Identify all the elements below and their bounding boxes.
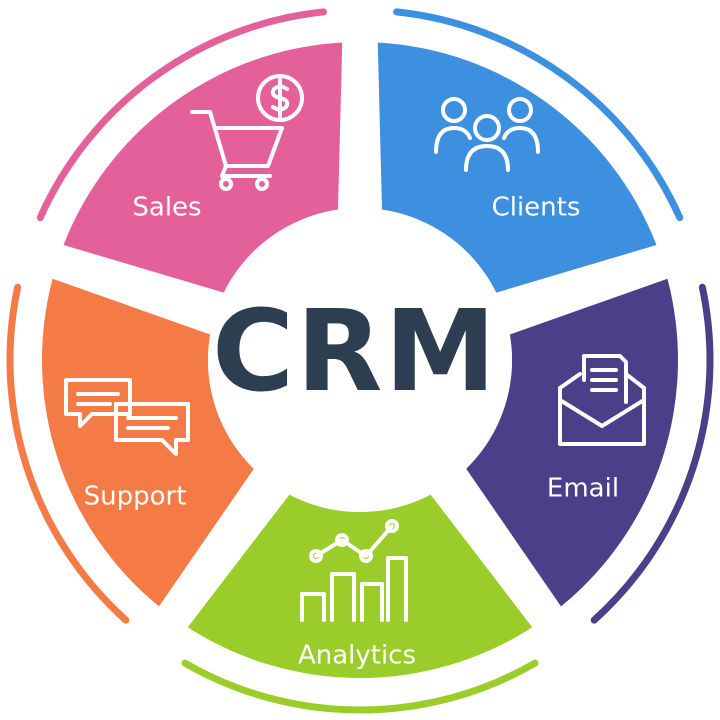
outer-arc-sales	[36, 8, 327, 222]
outer-arc-email	[590, 283, 714, 624]
envelope-letter-icon	[558, 354, 646, 446]
segment-label-email: Email	[547, 474, 619, 504]
segment-label-support: Support	[84, 482, 187, 512]
outer-ring	[6, 8, 714, 714]
center-circle	[208, 208, 512, 512]
users-group-icon	[434, 97, 540, 172]
segment-support[interactable]	[42, 278, 254, 607]
segment-label-clients: Clients	[492, 193, 581, 223]
bar-chart-trend-icon	[300, 519, 408, 622]
segment-clients[interactable]	[377, 42, 657, 293]
shopping-cart-dollar-icon	[190, 74, 304, 191]
segment-label-sales: Sales	[132, 193, 201, 223]
chat-bubbles-icon	[64, 378, 190, 456]
outer-arc-analytics	[181, 659, 539, 714]
segment-label-analytics: Analytics	[298, 641, 416, 671]
center-title: CRM	[212, 287, 498, 417]
segment-sales[interactable]	[63, 42, 343, 293]
outer-arc-clients	[393, 8, 684, 222]
outer-arc-support	[6, 283, 130, 624]
